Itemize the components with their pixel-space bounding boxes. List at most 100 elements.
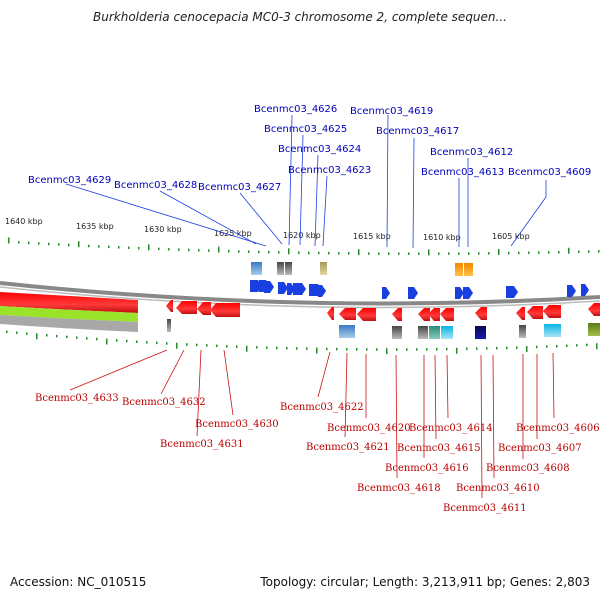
reverse-gene-arrow[interactable] [357, 308, 376, 321]
gene-label-forward[interactable]: Bcenmc03_4627 [198, 182, 281, 193]
scale-tick [148, 244, 150, 251]
gene-label-forward[interactable]: Bcenmc03_4623 [288, 165, 371, 176]
gene-label-forward[interactable]: Bcenmc03_4626 [254, 104, 337, 115]
feature-box[interactable] [544, 324, 561, 337]
scale-tick [278, 251, 280, 254]
gene-label-reverse[interactable]: Bcenmc03_4608 [486, 463, 570, 474]
forward-gene-arrow[interactable] [278, 282, 288, 294]
reverse-gene-arrow[interactable] [543, 305, 561, 318]
reverse-gene-arrow[interactable] [339, 308, 356, 320]
gene-label-forward[interactable]: Bcenmc03_4624 [278, 144, 361, 155]
gene-label-reverse[interactable]: Bcenmc03_4621 [306, 442, 390, 453]
scale-tick [188, 248, 190, 252]
gene-label-forward[interactable]: Bcenmc03_4619 [350, 106, 433, 117]
forward-gene-arrow[interactable] [567, 285, 576, 297]
scale-tick [346, 347, 348, 351]
gene-label-reverse[interactable]: Bcenmc03_4606 [516, 423, 600, 434]
scale-tick [78, 241, 80, 248]
gene-label-reverse[interactable]: Bcenmc03_4615 [397, 443, 481, 454]
feature-box[interactable] [455, 263, 463, 276]
scale-tick [36, 333, 38, 340]
scale-tick [178, 248, 180, 251]
reverse-gene-arrow[interactable] [327, 307, 334, 320]
scale-tick [236, 345, 238, 348]
gene-label-reverse[interactable]: Bcenmc03_4620 [327, 423, 411, 434]
forward-gene-arrow[interactable] [506, 286, 518, 298]
gene-label-reverse[interactable]: Bcenmc03_4630 [195, 419, 279, 430]
forward-gene-arrow[interactable] [318, 285, 326, 297]
reverse-gene-arrow[interactable] [527, 306, 543, 319]
gene-label-reverse[interactable]: Bcenmc03_4632 [122, 397, 206, 408]
feature-box[interactable] [320, 262, 327, 275]
scale-tick [28, 241, 30, 245]
feature-box[interactable] [339, 325, 355, 338]
gene-label-forward[interactable]: Bcenmc03_4625 [264, 124, 347, 135]
feature-box[interactable] [418, 326, 428, 339]
reverse-gene-arrow[interactable] [210, 303, 240, 317]
scale-tick [246, 345, 248, 352]
scale-tick [118, 246, 120, 249]
gene-label-reverse[interactable]: Bcenmc03_4607 [498, 443, 582, 454]
scale-tick [498, 248, 500, 255]
feature-box[interactable] [392, 326, 402, 339]
gene-label-reverse[interactable]: Bcenmc03_4611 [443, 503, 527, 514]
gene-label-reverse[interactable]: Bcenmc03_4610 [456, 483, 540, 494]
reverse-gene-arrow[interactable] [176, 301, 197, 314]
feature-box[interactable] [285, 262, 292, 275]
scale-tick [86, 337, 88, 340]
reverse-gene-arrow[interactable] [428, 308, 440, 321]
gene-label-reverse[interactable]: Bcenmc03_4616 [385, 463, 469, 474]
reverse-gene-arrow[interactable] [392, 308, 402, 321]
scale-tick [298, 251, 300, 254]
reverse-gene-arrow[interactable] [588, 303, 600, 316]
gene-label-reverse[interactable]: Bcenmc03_4633 [35, 393, 119, 404]
scale-tick [496, 346, 498, 350]
forward-gene-arrow[interactable] [382, 287, 390, 299]
scale-label: 1635 kbp [76, 222, 114, 231]
feature-box[interactable] [277, 262, 284, 275]
gene-label-reverse[interactable]: Bcenmc03_4614 [409, 423, 493, 434]
reverse-gene-arrow[interactable] [418, 308, 430, 321]
scale-tick [546, 345, 548, 348]
feature-box[interactable] [251, 262, 262, 275]
feature-box[interactable] [519, 325, 526, 338]
forward-gene-arrow[interactable] [264, 281, 274, 293]
scale-tick [46, 334, 48, 337]
scale-label: 1605 kbp [492, 232, 530, 241]
scale-tick [566, 344, 568, 348]
scale-tick [526, 346, 528, 353]
gene-label-forward[interactable]: Bcenmc03_4609 [508, 167, 591, 178]
gene-label-reverse[interactable]: Bcenmc03_4631 [160, 439, 244, 450]
scale-tick [426, 348, 428, 351]
scale-tick [128, 246, 130, 249]
forward-gene-arrow[interactable] [293, 283, 306, 295]
forward-gene-arrow[interactable] [408, 287, 418, 299]
gene-label-reverse[interactable]: Bcenmc03_4618 [357, 483, 441, 494]
gene-label-forward[interactable]: Bcenmc03_4628 [114, 180, 197, 191]
reverse-gene-arrow[interactable] [166, 300, 173, 312]
gene-label-forward[interactable]: Bcenmc03_4612 [430, 147, 513, 158]
gene-label-forward[interactable]: Bcenmc03_4613 [421, 167, 504, 178]
gene-label-forward[interactable]: Bcenmc03_4617 [376, 126, 459, 137]
scale-tick [48, 242, 50, 246]
reverse-gene-arrow[interactable] [440, 308, 454, 321]
feature-box[interactable] [588, 323, 600, 336]
feature-box[interactable] [429, 326, 440, 339]
gene-label-reverse[interactable]: Bcenmc03_4622 [280, 402, 364, 413]
reverse-gene-arrow[interactable] [197, 302, 211, 315]
forward-gene-arrow[interactable] [463, 287, 473, 299]
scale-tick [388, 252, 390, 255]
forward-gene-arrow[interactable] [455, 287, 464, 299]
scale-tick [168, 248, 170, 251]
gene-label-forward[interactable]: Bcenmc03_4629 [28, 175, 111, 186]
feature-box[interactable] [464, 263, 473, 276]
feature-box[interactable] [167, 319, 171, 332]
feature-box[interactable] [441, 326, 453, 339]
feature-box[interactable] [475, 326, 486, 339]
forward-gene-arrow[interactable] [581, 284, 589, 296]
scale-tick [88, 244, 90, 248]
reverse-gene-arrow[interactable] [475, 307, 487, 320]
reverse-gene-arrow[interactable] [516, 307, 525, 320]
scale-tick [556, 344, 558, 348]
